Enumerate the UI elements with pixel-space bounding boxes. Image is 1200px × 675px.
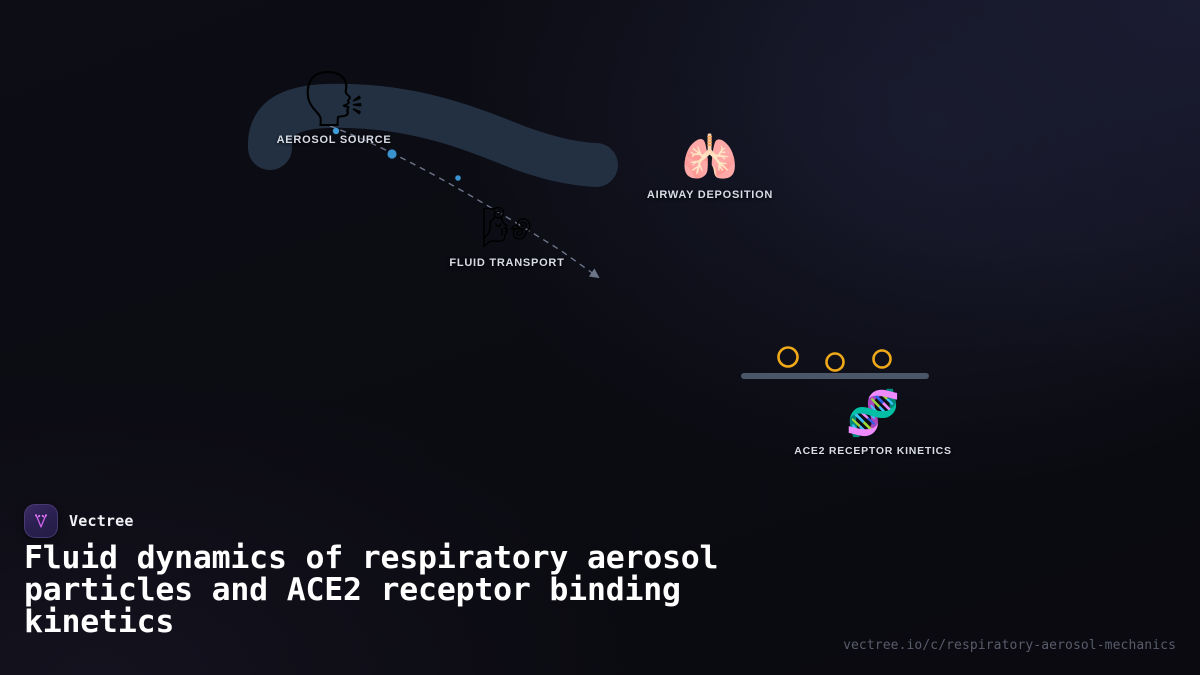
- membrane-bar: [741, 373, 929, 379]
- node-label-aerosol-source: AEROSOL SOURCE: [276, 134, 392, 146]
- lungs-icon: 🫁: [681, 130, 739, 184]
- footer: Vectree Fluid dynamics of respiratory ae…: [0, 490, 1200, 675]
- particle-dot: [455, 175, 461, 181]
- page-title: Fluid dynamics of respiratory aerosol pa…: [24, 540, 719, 640]
- receptor-rings: [777, 346, 892, 372]
- brand-name: Vectree: [69, 512, 134, 530]
- node-label-airway-deposition: AIRWAY DEPOSITION: [646, 189, 774, 201]
- vectree-logo-icon: [24, 504, 58, 538]
- node-aerosol-source[interactable]: 🗣 AEROSOL SOURCE: [228, 67, 440, 147]
- node-ace2-receptor-kinetics[interactable]: 🧬 ACE2 RECEPTOR KINETICS: [773, 388, 973, 458]
- node-label-ace2-receptor-kinetics: ACE2 RECEPTOR KINETICS: [794, 445, 952, 457]
- speaking-head-icon: 🗣: [299, 67, 369, 130]
- particle-dot: [387, 149, 397, 159]
- node-fluid-transport[interactable]: 🌬 FLUID TRANSPORT: [407, 208, 607, 269]
- vectree-glyph: [34, 514, 48, 528]
- receptor-ring: [777, 346, 799, 368]
- brand-row[interactable]: Vectree: [24, 504, 134, 538]
- wind-face-icon: 🌬: [481, 205, 533, 251]
- node-airway-deposition[interactable]: 🫁 AIRWAY DEPOSITION: [610, 134, 810, 201]
- node-label-fluid-transport: FLUID TRANSPORT: [449, 257, 565, 269]
- receptor-ring: [825, 352, 845, 372]
- receptor-ring: [872, 349, 892, 369]
- footer-url: vectree.io/c/respiratory-aerosol-mechani…: [843, 638, 1176, 653]
- dna-helix-icon: 🧬: [845, 388, 901, 439]
